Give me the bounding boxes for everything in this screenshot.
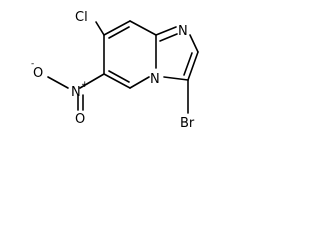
atom-labels: Cl N N N + O O - Br xyxy=(31,10,195,131)
bond-c8-c8a xyxy=(129,20,157,36)
bond-c8a-n1 xyxy=(155,26,177,36)
bond-c2-c3 xyxy=(187,51,199,81)
bond-c8a-n1-inner xyxy=(159,33,178,42)
bond-c2-c3-inner xyxy=(183,52,193,76)
nitro-nitrogen-label: N xyxy=(71,85,81,100)
bond-c5-c6 xyxy=(103,73,131,89)
bond-c5-c6-inner xyxy=(108,70,130,83)
nitro-oxygen-left-label: O xyxy=(33,66,43,81)
bond-c7-c8 xyxy=(103,20,131,36)
ring-nitrogen-bridgehead-label: N xyxy=(150,72,160,87)
bond-nnitro-o-left xyxy=(47,76,69,89)
bromine-label: Br xyxy=(180,116,195,131)
chlorine-label: Cl xyxy=(75,10,88,25)
molecule-drawing: Cl N N N + O O - Br xyxy=(31,10,199,131)
nitro-plus-charge: + xyxy=(81,80,89,90)
nitro-oxygen-right-label: O xyxy=(75,112,85,127)
bonds xyxy=(47,20,199,114)
structure-canvas: Cl N N N + O O - Br xyxy=(0,0,216,138)
bond-cl-c7 xyxy=(95,21,105,36)
bond-c6-nnitro xyxy=(79,73,105,89)
ring-nitrogen-top-label: N xyxy=(178,24,188,39)
nitro-minus-charge: - xyxy=(31,59,34,69)
bond-c3-n4 xyxy=(163,76,189,81)
bond-n1-c2 xyxy=(189,34,199,53)
bond-c7-c8-inner xyxy=(108,26,130,39)
bond-n4-c5 xyxy=(129,76,150,89)
